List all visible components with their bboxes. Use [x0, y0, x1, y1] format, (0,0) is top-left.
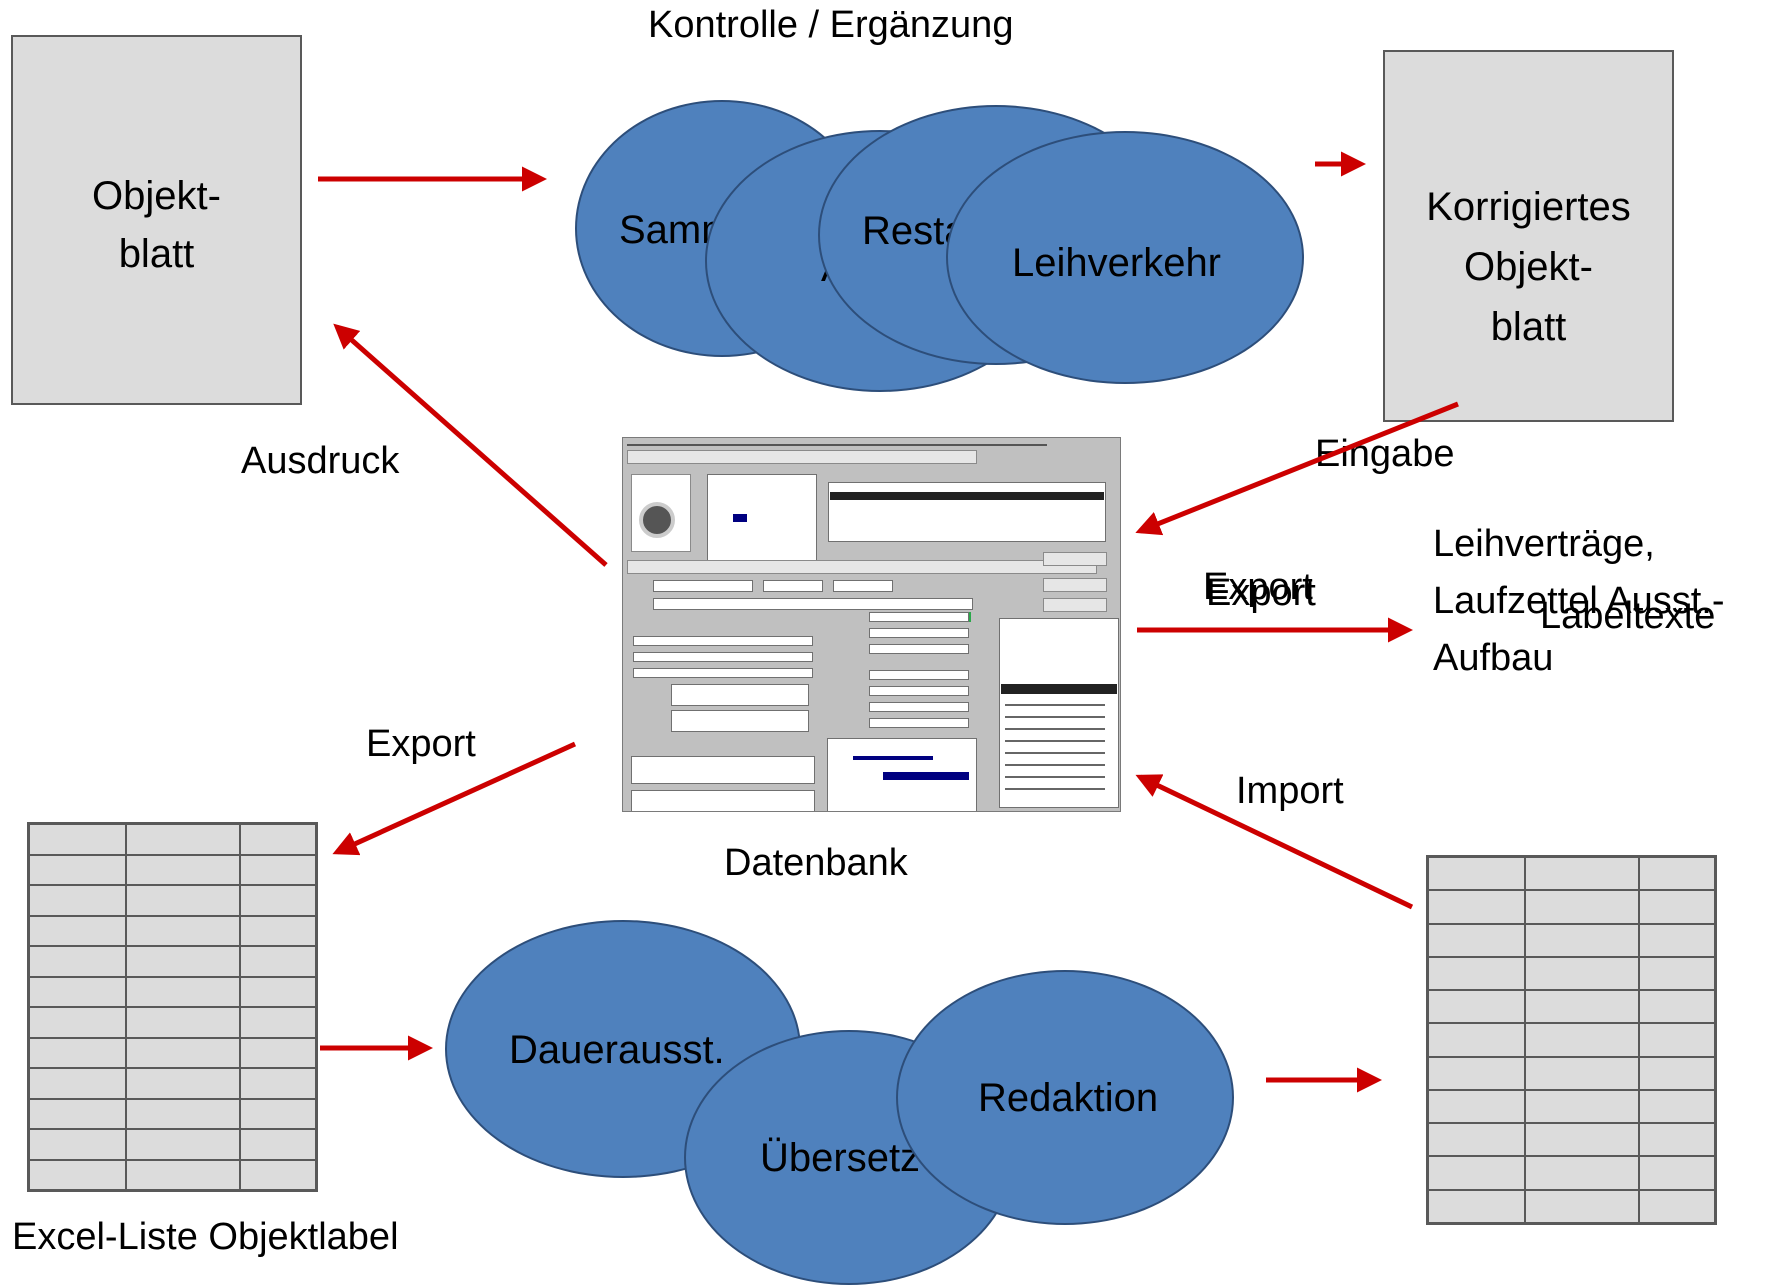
label-import: Import	[1236, 770, 1344, 812]
arrow-ausdruck	[333, 323, 608, 567]
ellipse-redaktion-label: Redaktion	[978, 1076, 1159, 1120]
korrigiertes-line2: Objekt-	[1464, 245, 1593, 289]
label-leihvertraege: Leihverträge,	[1433, 523, 1655, 565]
korrigiertes-line3: blatt	[1490, 305, 1567, 349]
ellipse-uebersetzung-label: Übersetz	[760, 1136, 921, 1180]
excel-table-right	[1426, 855, 1717, 1225]
label-aufbau: Aufbau	[1433, 637, 1554, 679]
arrow-export-left	[332, 741, 577, 856]
excel-table-left	[27, 822, 318, 1192]
label-export-right-1: Export	[1203, 566, 1313, 608]
ellipse-dauerausst-label: Dauerausst.	[509, 1028, 725, 1072]
label-ausdruck: Ausdruck	[241, 440, 400, 482]
objektblatt-line2: blatt	[118, 232, 195, 276]
label-export-right-2: Export	[1206, 572, 1316, 614]
label-laufzettel: Laufzettel Ausst.-	[1433, 580, 1725, 622]
label-datenbank: Datenbank	[724, 842, 908, 884]
objektblatt-box: Objekt- blatt	[11, 35, 302, 405]
label-excel: Excel-Liste Objektlabel	[12, 1216, 399, 1258]
arrow-eingabe	[1135, 401, 1459, 536]
korrigiertes-line1: Korrigiertes	[1426, 185, 1631, 229]
ellipse-redaktion: Redaktion	[896, 970, 1234, 1225]
arrow-import	[1135, 774, 1414, 910]
objektblatt-line1: Objekt-	[92, 174, 221, 218]
label-labeltexte: Labeltexte	[1540, 595, 1716, 637]
ellipse-leihverkehr-label: Leihverkehr	[1012, 241, 1222, 285]
ellipse-leihverkehr: Leihverkehr	[946, 131, 1304, 384]
label-export-left: Export	[366, 723, 476, 765]
database-screenshot	[622, 437, 1121, 812]
korrigiertes-objektblatt-box: Korrigiertes Objekt- blatt	[1383, 50, 1674, 422]
top-title: Kontrolle / Ergänzung	[648, 4, 1014, 46]
